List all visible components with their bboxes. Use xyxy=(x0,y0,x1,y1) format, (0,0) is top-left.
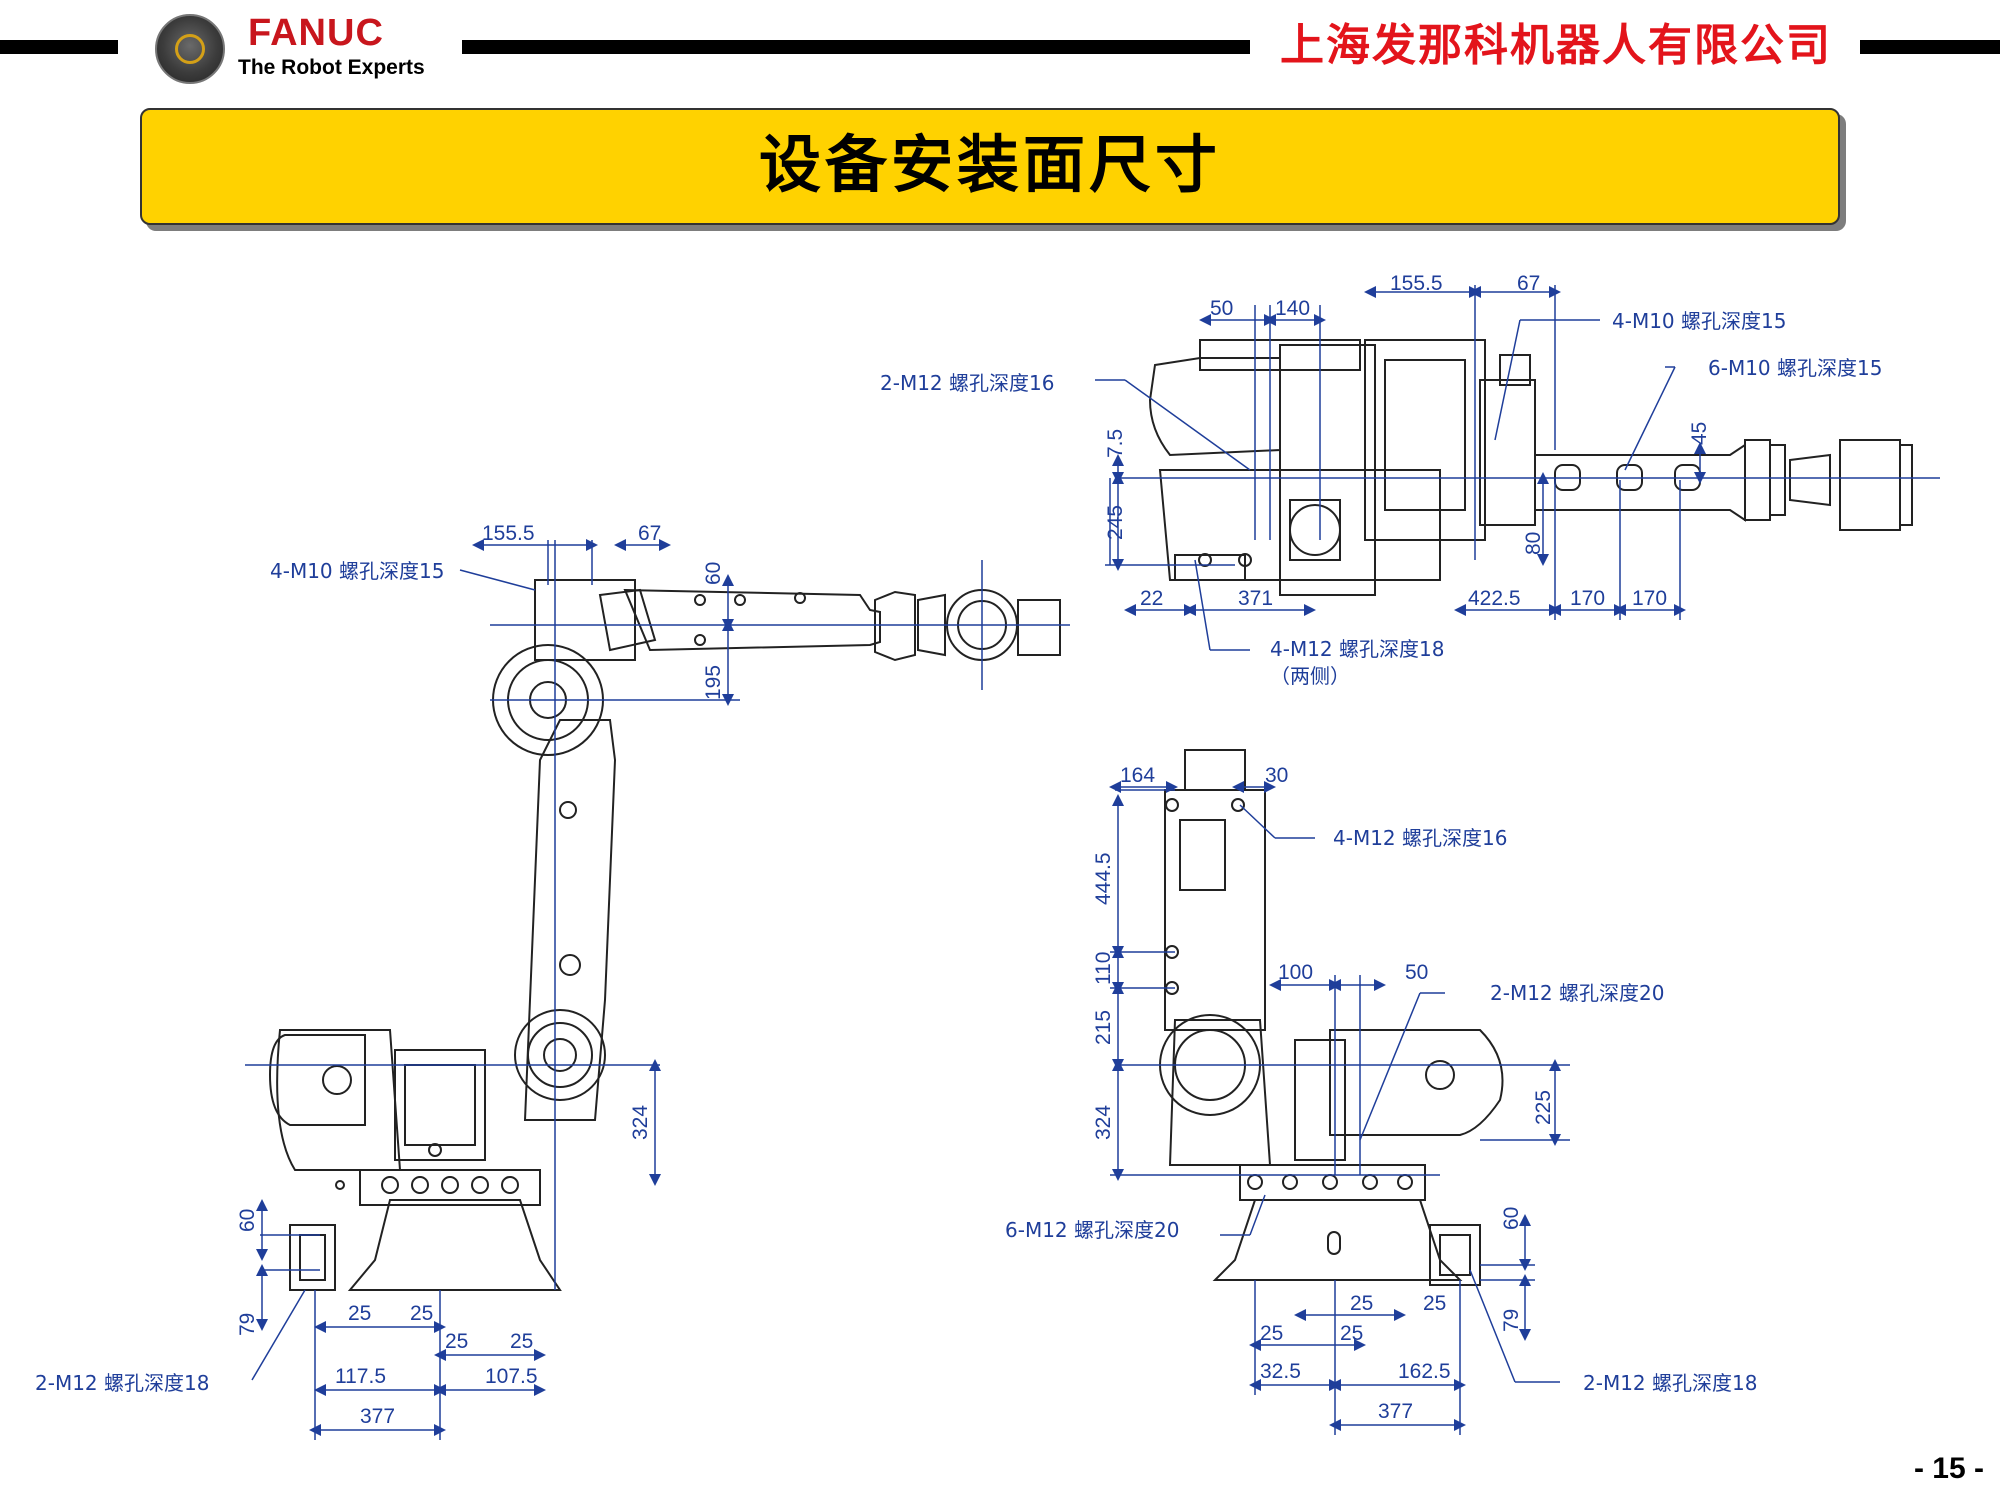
side-dim-67: 67 xyxy=(638,522,661,545)
top-note-2-m12: 2-M12 螺孔深度16 xyxy=(880,371,1054,395)
front-note-6-m12-20: 6-M12 螺孔深度20 xyxy=(1005,1218,1179,1242)
side-dim-107-5: 107.5 xyxy=(485,1365,538,1388)
top-dim-170-a: 170 xyxy=(1570,587,1605,610)
front-dim-164: 164 xyxy=(1120,764,1155,787)
front-note-4-m12: 4-M12 螺孔深度16 xyxy=(1333,826,1507,850)
title-banner: 设备安装面尺寸 xyxy=(140,108,1840,225)
side-dim-117-5: 117.5 xyxy=(335,1365,386,1388)
top-note-both-sides: （两侧） xyxy=(1270,664,1350,688)
header-rule-left xyxy=(0,40,118,54)
top-dim-45: 45 xyxy=(1688,422,1711,445)
side-dim-25-d: 25 xyxy=(510,1330,533,1353)
top-dim-80: 80 xyxy=(1522,532,1545,555)
top-dim-67: 67 xyxy=(1517,272,1540,295)
side-note-2-m12: 2-M12 螺孔深度18 xyxy=(35,1371,209,1395)
top-dim-170-b: 170 xyxy=(1632,587,1667,610)
front-dim-215: 215 xyxy=(1092,1010,1115,1045)
front-dim-50: 50 xyxy=(1405,961,1428,984)
header-rule-right xyxy=(1860,40,2000,54)
header-rule-center xyxy=(462,40,1250,54)
side-view-dim-lines xyxy=(251,539,734,1440)
front-dim-25-b: 25 xyxy=(1423,1292,1446,1315)
top-dim-22: 22 xyxy=(1140,587,1163,610)
fanuc-logo-icon xyxy=(155,14,225,84)
top-note-6-m10: 6-M10 螺孔深度15 xyxy=(1708,356,1882,380)
side-dim-60-base: 60 xyxy=(236,1209,259,1232)
top-dim-50: 50 xyxy=(1210,297,1233,320)
front-dim-377: 377 xyxy=(1378,1400,1413,1423)
side-dim-155-5: 155.5 xyxy=(482,522,535,545)
side-view-centerlines xyxy=(245,540,1070,1290)
page-title: 设备安装面尺寸 xyxy=(758,128,1221,201)
front-note-2-m12-20: 2-M12 螺孔深度20 xyxy=(1490,981,1664,1005)
side-dim-25-c: 25 xyxy=(445,1330,468,1353)
front-dim-225: 225 xyxy=(1532,1090,1555,1125)
front-dim-162-5: 162.5 xyxy=(1398,1360,1451,1383)
front-dim-25-d: 25 xyxy=(1340,1322,1363,1345)
side-dim-377: 377 xyxy=(360,1405,395,1428)
front-dim-30: 30 xyxy=(1265,764,1288,787)
front-dim-324: 324 xyxy=(1092,1105,1115,1140)
front-dim-79: 79 xyxy=(1500,1309,1523,1332)
top-dim-245: 245 xyxy=(1104,505,1127,540)
top-dim-7-5: 7.5 xyxy=(1104,429,1127,458)
side-dim-25-b: 25 xyxy=(410,1302,433,1325)
front-view-dim-lines xyxy=(1109,781,1570,1435)
side-dim-324: 324 xyxy=(629,1105,652,1140)
front-dim-110: 110 xyxy=(1092,952,1115,985)
front-dim-25-a: 25 xyxy=(1350,1292,1373,1315)
top-view-dim-lines xyxy=(1095,285,1940,651)
company-name: 上海发那科机器人有限公司 xyxy=(1280,20,1832,71)
page-number: - 15 - xyxy=(1913,1452,1984,1485)
side-dim-195: 195 xyxy=(702,665,725,700)
side-view-robot xyxy=(268,579,1061,1291)
front-dim-60: 60 xyxy=(1500,1207,1523,1230)
top-note-4-m10: 4-M10 螺孔深度15 xyxy=(1612,309,1786,333)
front-dim-100: 100 xyxy=(1278,961,1313,984)
top-dim-371: 371 xyxy=(1238,587,1273,610)
side-dim-79: 79 xyxy=(236,1313,259,1336)
front-dim-32-5: 32.5 xyxy=(1260,1360,1301,1383)
side-dim-25-a: 25 xyxy=(348,1302,371,1325)
top-dim-422-5: 422.5 xyxy=(1468,587,1521,610)
brand-name: FANUC xyxy=(248,12,384,54)
top-dim-140: 140 xyxy=(1275,297,1310,320)
front-dim-25-c: 25 xyxy=(1260,1322,1283,1345)
side-note-4-m10: 4-M10 螺孔深度15 xyxy=(270,559,444,583)
front-note-2-m12-18: 2-M12 螺孔深度18 xyxy=(1583,1371,1757,1395)
front-dim-444-5: 444.5 xyxy=(1092,852,1115,905)
brand-tagline: The Robot Experts xyxy=(238,56,425,79)
side-dim-60-top: 60 xyxy=(702,562,725,585)
top-note-4-m12: 4-M12 螺孔深度18 xyxy=(1270,637,1444,661)
top-dim-155-5: 155.5 xyxy=(1390,272,1443,295)
